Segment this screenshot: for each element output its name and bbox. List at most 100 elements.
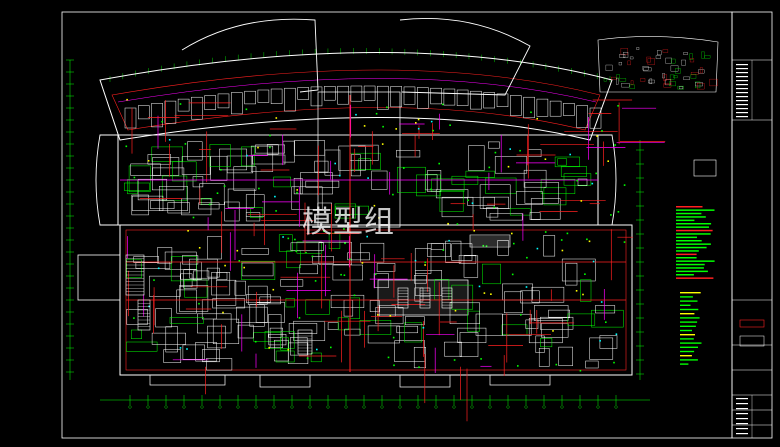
fixture xyxy=(525,286,528,288)
note-line xyxy=(680,363,689,365)
key-plan-mark xyxy=(623,52,629,58)
room xyxy=(236,306,268,323)
fixture xyxy=(588,240,591,243)
fixture xyxy=(600,301,603,303)
room xyxy=(132,195,164,211)
room xyxy=(284,87,296,112)
fixture xyxy=(125,145,128,148)
room xyxy=(367,325,400,344)
room xyxy=(413,347,426,369)
key-plan-mark xyxy=(671,58,676,64)
title-block-mark xyxy=(736,64,748,66)
fixture xyxy=(519,149,521,152)
note-line xyxy=(680,317,700,319)
title-block-mark xyxy=(736,433,748,435)
room xyxy=(350,154,361,177)
room xyxy=(557,158,567,166)
room xyxy=(485,177,517,194)
room xyxy=(151,332,186,345)
room xyxy=(444,341,462,357)
room xyxy=(127,179,138,195)
room xyxy=(449,302,480,324)
note-line xyxy=(680,350,695,353)
room xyxy=(488,141,500,149)
fixture xyxy=(353,294,356,297)
fixture xyxy=(157,267,160,270)
fixture xyxy=(456,223,459,225)
note-line xyxy=(676,229,713,232)
room xyxy=(479,184,511,209)
pipe-network xyxy=(120,95,666,422)
title-block-mark xyxy=(736,92,748,94)
fixture xyxy=(395,128,397,130)
room xyxy=(241,260,276,280)
fixture xyxy=(330,346,332,349)
room xyxy=(234,280,246,296)
room xyxy=(249,304,265,327)
room xyxy=(523,169,547,188)
fixture xyxy=(375,112,378,115)
key-plan-mark xyxy=(655,55,661,59)
fixture xyxy=(482,244,485,247)
fixture xyxy=(555,363,558,366)
fixture xyxy=(243,266,245,269)
title-block-mark xyxy=(736,80,748,82)
axis-bubble xyxy=(398,405,402,409)
fixture xyxy=(387,356,390,359)
room xyxy=(403,86,416,105)
upper-wing-pipe-loop xyxy=(111,69,601,131)
fixture xyxy=(561,249,564,252)
room xyxy=(209,144,231,167)
room xyxy=(161,175,188,202)
room xyxy=(280,279,304,287)
room xyxy=(169,317,204,324)
fixture xyxy=(544,231,547,233)
note-line xyxy=(680,292,701,294)
room xyxy=(147,154,171,165)
fixture xyxy=(305,251,307,254)
room xyxy=(202,349,220,363)
room xyxy=(599,335,618,349)
room xyxy=(414,287,424,302)
axis-bubble xyxy=(146,405,150,409)
fixture xyxy=(192,216,195,219)
room xyxy=(567,313,596,326)
title-block-mark xyxy=(736,68,748,70)
key-plan-mark xyxy=(649,78,653,84)
fixture xyxy=(198,247,201,249)
room xyxy=(241,146,255,167)
key-plan-mark xyxy=(681,59,686,66)
fixture xyxy=(393,364,395,367)
fixture xyxy=(378,217,380,219)
axis-bubble xyxy=(308,405,312,409)
fixture xyxy=(605,321,607,323)
room xyxy=(467,197,495,206)
fixture xyxy=(494,151,497,154)
room xyxy=(350,85,363,102)
room xyxy=(516,191,543,205)
fixture xyxy=(224,264,226,267)
room xyxy=(255,301,285,323)
fixture xyxy=(161,120,163,123)
fixture xyxy=(560,239,563,241)
fixture xyxy=(258,187,260,190)
room xyxy=(273,176,291,188)
note-line xyxy=(680,346,698,348)
fixture xyxy=(610,214,612,216)
room xyxy=(373,273,389,288)
room xyxy=(245,194,265,217)
room xyxy=(293,178,303,195)
fixture xyxy=(314,280,317,282)
fixture xyxy=(467,199,469,202)
fixture xyxy=(296,191,298,194)
room xyxy=(486,207,499,218)
key-plan-mark xyxy=(603,78,607,82)
room xyxy=(151,146,183,162)
key-plan-mark xyxy=(695,81,701,89)
room xyxy=(226,155,254,174)
title-block-mark xyxy=(736,403,748,405)
fixture xyxy=(272,288,275,291)
room xyxy=(126,259,142,278)
room xyxy=(241,262,274,277)
